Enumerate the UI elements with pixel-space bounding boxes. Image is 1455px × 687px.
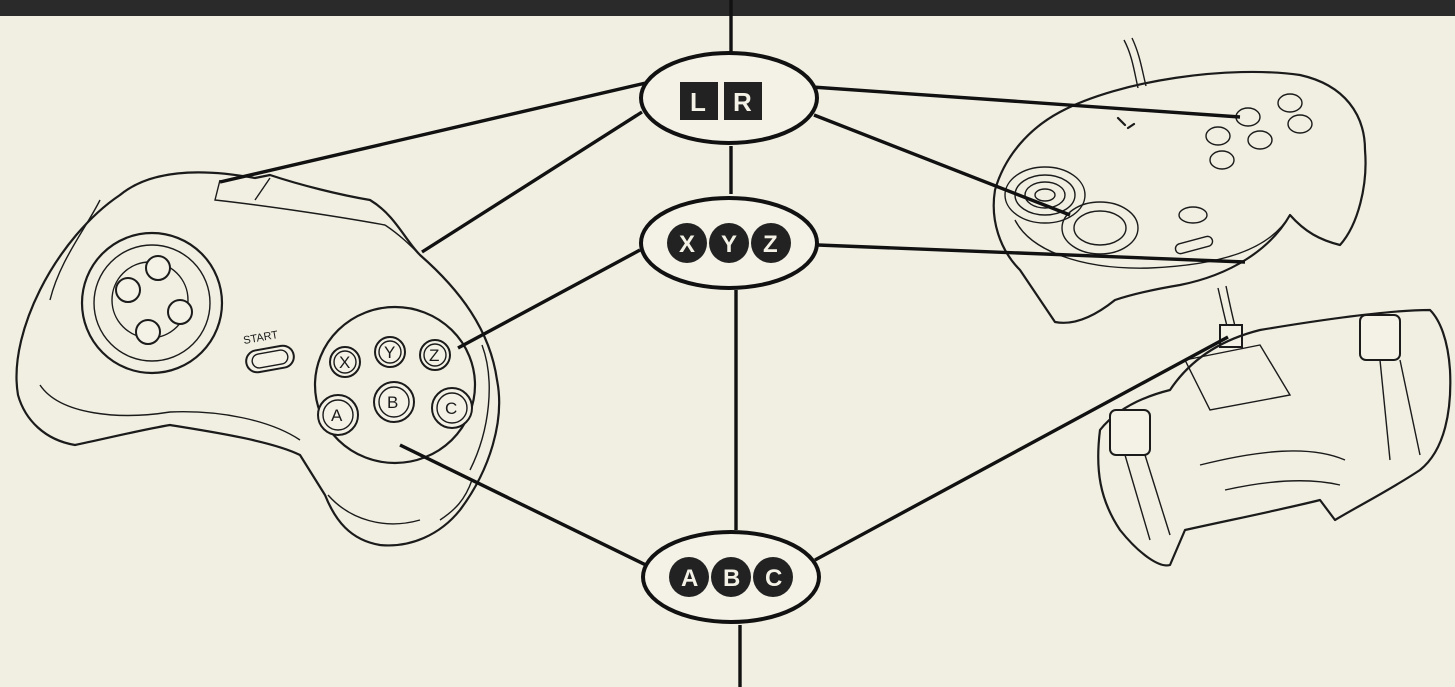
pad-button-b: B [373,381,415,423]
svg-text:C: C [445,399,457,418]
dpad-up-icon [145,255,171,281]
start-label: START [242,329,279,347]
key-y: Y [721,231,737,258]
right-top-controller [992,37,1367,324]
dpad-right-icon [167,299,193,325]
oval-lr: L R [639,51,819,145]
oval-xyz: X Y Z [639,196,819,290]
top-band [0,0,1455,16]
pad-button-c: C [431,387,473,429]
pad-button-x: X [329,346,361,378]
oval-abc: A B C [641,530,821,624]
key-z: Z [763,231,778,258]
key-b: B [723,565,740,592]
pad-button-y: Y [374,336,406,368]
pad-button-z: Z [419,339,451,371]
key-r: R [733,87,752,117]
left-controller: START X Y Z A B C [15,171,501,547]
svg-text:A: A [331,406,343,425]
pad-button-a: A [317,394,359,436]
key-c: C [765,565,782,592]
right-bottom-controller [1097,285,1452,567]
dpad-left-icon [115,277,141,303]
key-a: A [681,565,698,592]
svg-text:B: B [387,393,398,412]
connector-lines [219,80,1246,570]
start-button [245,344,295,374]
key-x: X [679,231,695,258]
key-l: L [690,87,706,117]
svg-text:Z: Z [429,346,439,365]
svg-text:X: X [339,353,350,372]
dpad-down-icon [135,319,161,345]
svg-text:Y: Y [384,343,395,362]
